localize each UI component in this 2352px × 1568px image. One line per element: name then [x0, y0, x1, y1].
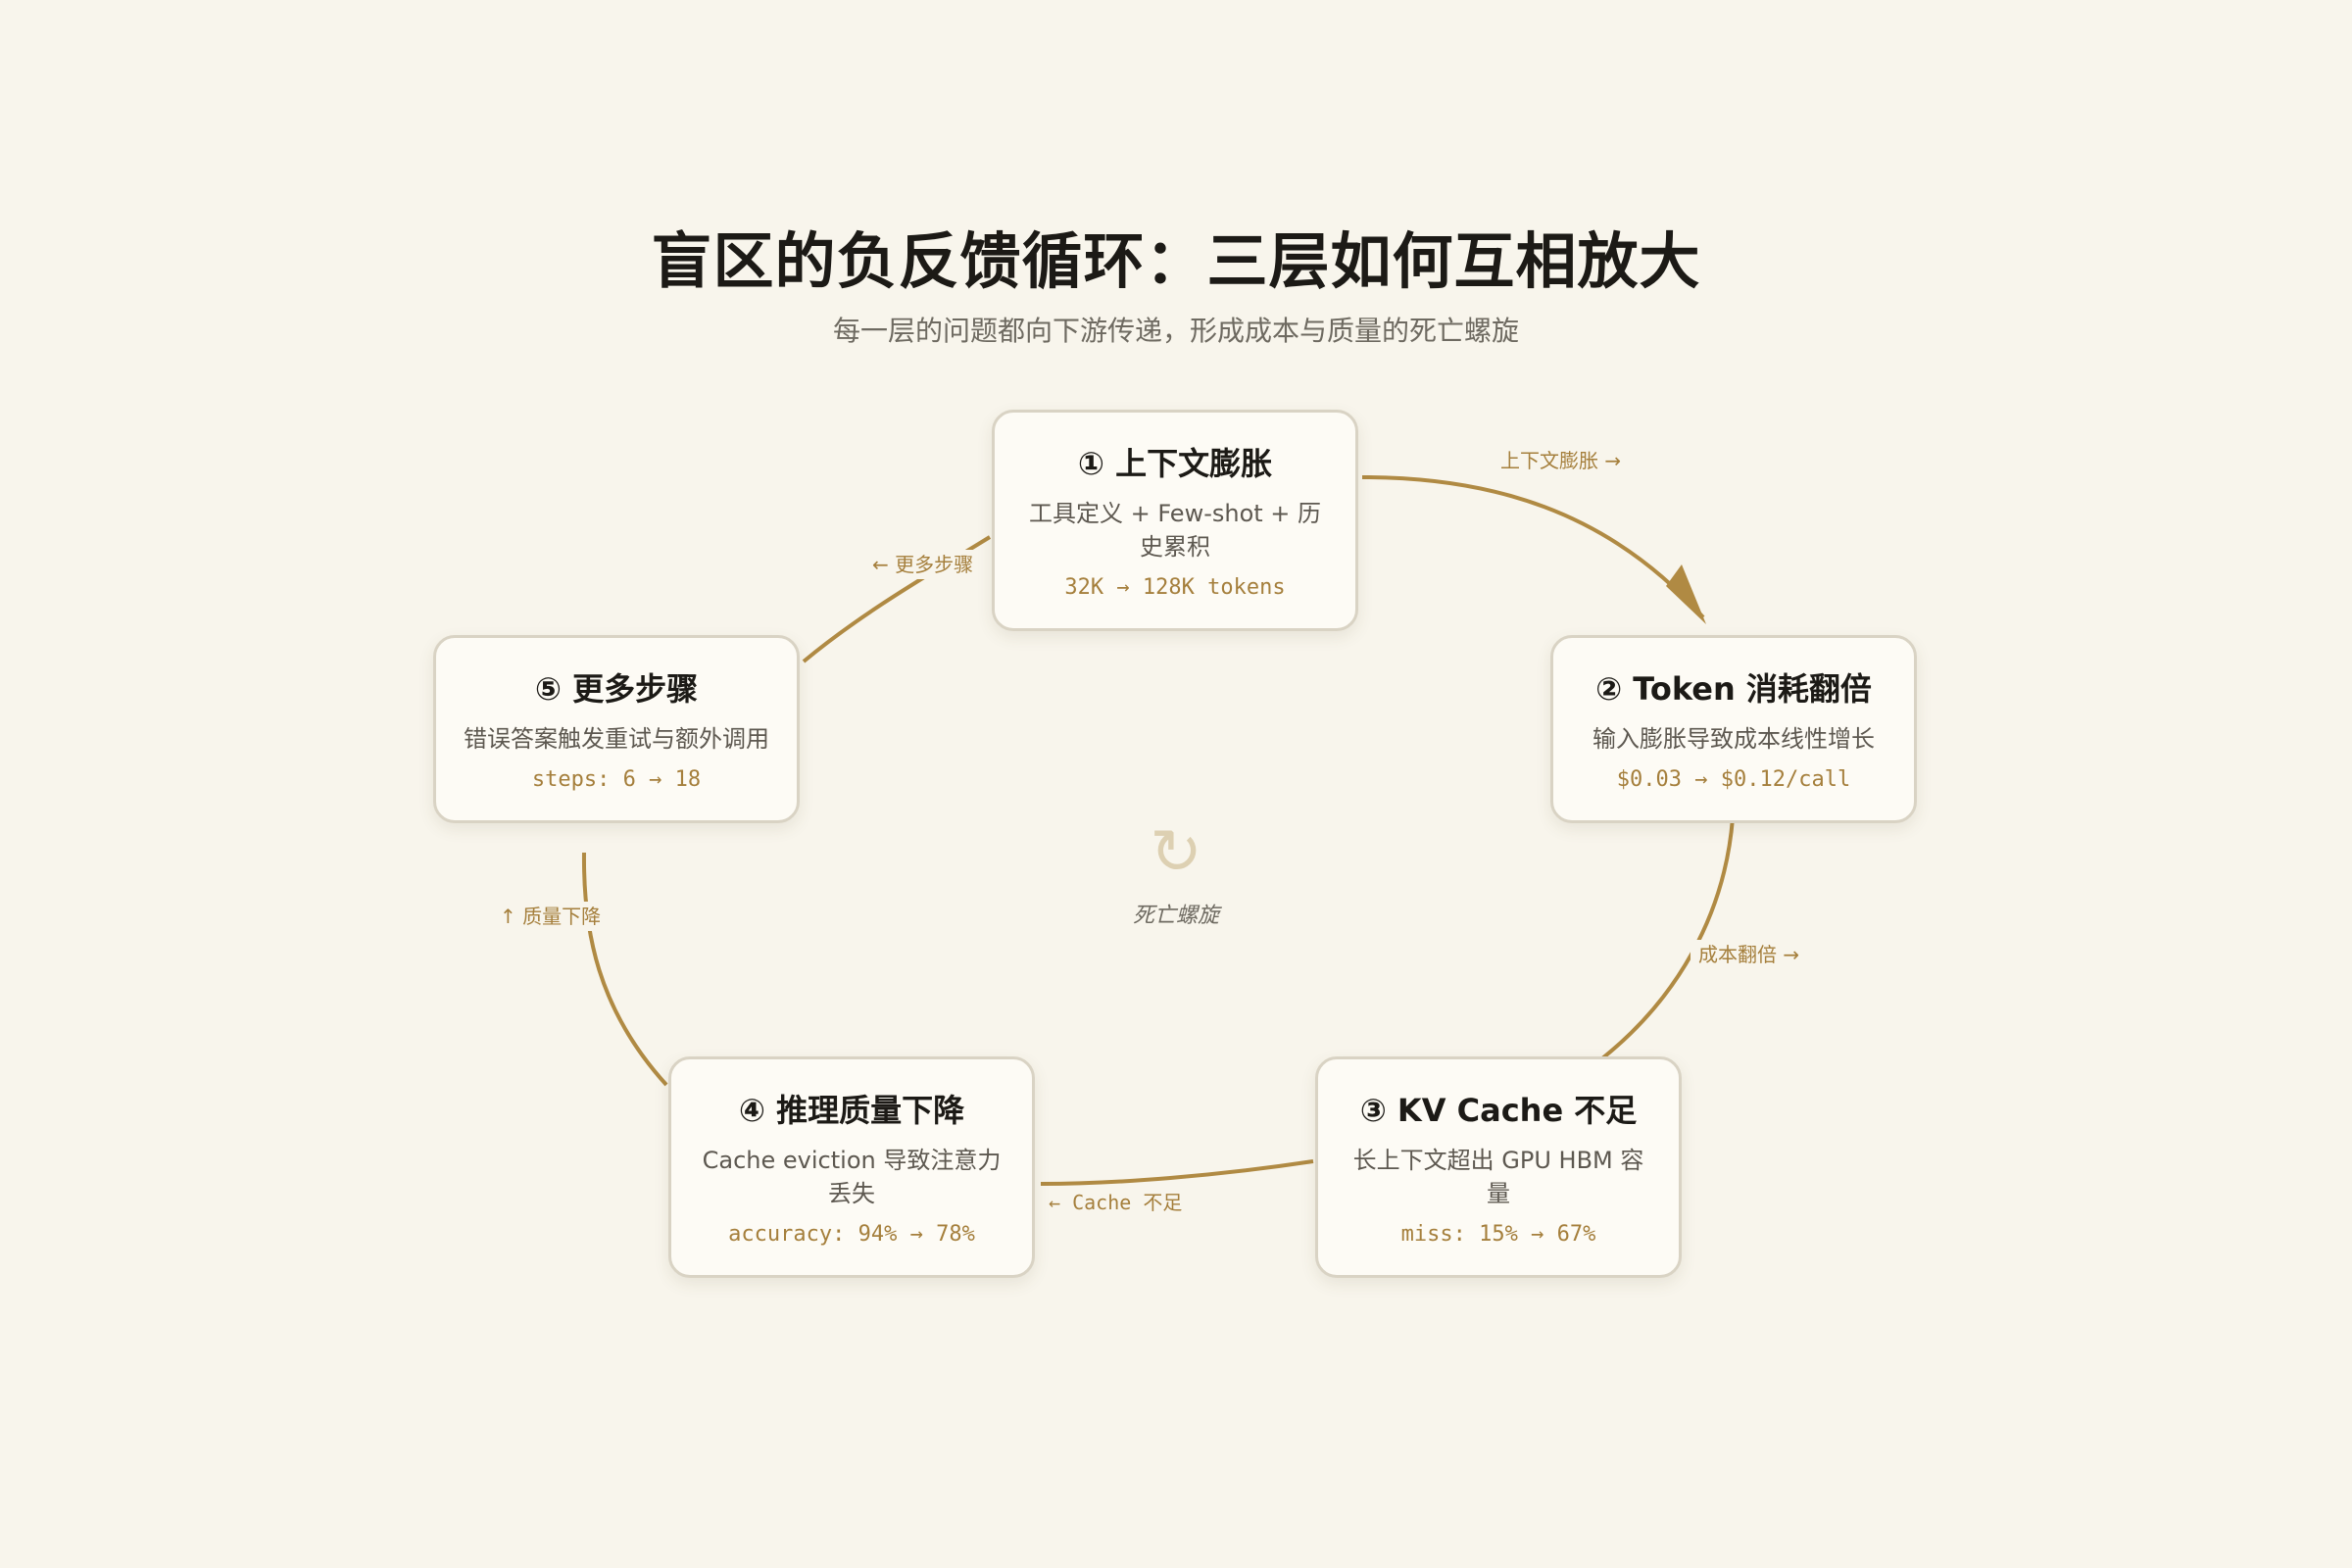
node-title: ⑤ 更多步骤 — [534, 670, 699, 708]
node-metric: $0.03 → $0.12/call — [1616, 767, 1851, 792]
edge-label-5-to-1: ← 更多步骤 — [864, 550, 982, 579]
edge-label-1-to-2: 上下文膨胀 → — [1493, 446, 1630, 475]
node-reasoning-quality-drop: ④ 推理质量下降 Cache eviction 导致注意力丢失 accuracy… — [668, 1056, 1035, 1278]
node-description: 工具定义 + Few-shot + 历史累积 — [1028, 500, 1322, 561]
node-title: ② Token 消耗翻倍 — [1595, 670, 1872, 708]
node-description: Cache eviction 导致注意力丢失 — [702, 1147, 1002, 1207]
edge-label-2-to-3: 成本翻倍 → — [1690, 940, 1808, 969]
center-label: 死亡螺旋 — [1132, 904, 1219, 928]
node-title: ① 上下文膨胀 — [1077, 445, 1273, 482]
node-more-steps: ⑤ 更多步骤 错误答案触发重试与额外调用 steps: 6 → 18 — [433, 635, 800, 823]
node-title: ④ 推理质量下降 — [738, 1092, 965, 1129]
node-token-cost-doubling: ② Token 消耗翻倍 输入膨胀导致成本线性增长 $0.03 → $0.12/… — [1550, 635, 1917, 823]
edge-label-4-to-5: ↑ 质量下降 — [492, 902, 610, 931]
node-context-bloat: ① 上下文膨胀 工具定义 + Few-shot + 历史累积 32K → 128… — [992, 410, 1358, 631]
node-metric: steps: 6 → 18 — [531, 767, 702, 792]
node-metric: accuracy: 94% → 78% — [728, 1222, 975, 1247]
edge-2-to-3-path — [1600, 817, 1735, 1060]
page-subtitle: 每一层的问题都向下游传递，形成成本与质量的死亡螺旋 — [832, 315, 1519, 347]
page-title: 盲区的负反馈循环：三层如何互相放大 — [651, 225, 1701, 297]
node-metric: 32K → 128K tokens — [1064, 575, 1286, 600]
edge-1-to-2-arrowhead — [1666, 564, 1706, 624]
node-description: 错误答案触发重试与额外调用 — [464, 725, 769, 753]
edge-4-to-5-path — [581, 852, 668, 1087]
node-metric: miss: 15% → 67% — [1400, 1222, 1596, 1247]
node-kv-cache-shortage: ③ KV Cache 不足 长上下文超出 GPU HBM 容量 miss: 15… — [1315, 1056, 1682, 1278]
edge-label-3-to-4: ← Cache 不足 — [1041, 1188, 1191, 1217]
edge-3-to-4-path — [1040, 1159, 1314, 1186]
node-description: 输入膨胀导致成本线性增长 — [1592, 725, 1875, 753]
cycle-arrow-icon: ↻ — [1150, 816, 1202, 889]
edge-1-to-2-path — [1361, 475, 1705, 619]
node-title: ③ KV Cache 不足 — [1359, 1092, 1638, 1129]
node-description: 长上下文超出 GPU HBM 容量 — [1352, 1147, 1644, 1207]
